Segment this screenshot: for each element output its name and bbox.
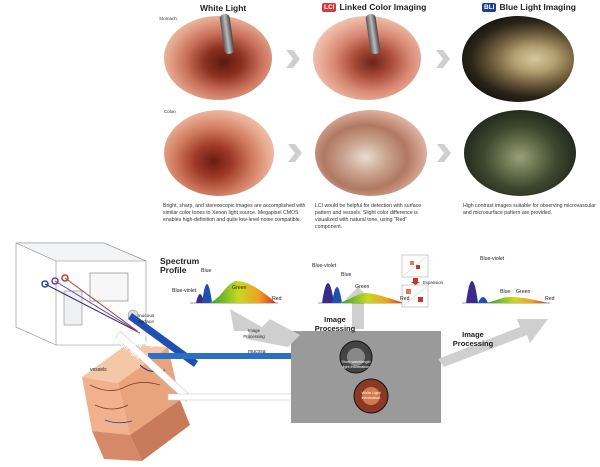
spectrum-chart-bli: [462, 281, 550, 304]
arrow-chevron-stomach-2: [436, 50, 450, 68]
white-light-info-text: White Light information: [361, 391, 381, 400]
label-red-2: Red: [400, 296, 410, 302]
white-light-info-label: White Light information: [355, 391, 387, 400]
spectrum-title-line1: Spectrum: [160, 256, 200, 266]
endoscopy-image-colon-white: [164, 110, 274, 196]
short-wavelength-info-text: Short wavelength light information: [341, 360, 371, 369]
mucosa-arrow: [148, 349, 360, 363]
description-bli: High contrast images suitable for observ…: [463, 203, 596, 216]
description-white-light: Bright, sharp, and stereoscopic images a…: [163, 203, 306, 223]
image-processing-small-text: Image Processing: [243, 328, 265, 339]
white-light-arrow: [115, 330, 191, 402]
row-label-colon: Colon: [164, 109, 176, 114]
endoscopy-image-colon-bli: [464, 110, 576, 196]
label-mucous-surface: mucous surface: [133, 314, 159, 326]
endoscopy-image-stomach-white: [164, 16, 272, 100]
light-source-diagram: [15, 242, 550, 461]
label-mucosa: mucosa: [248, 349, 266, 355]
label-red-1: Red: [272, 296, 282, 302]
gray-arrow-left: [230, 309, 300, 347]
spectrum-title-line2: Profile: [160, 265, 187, 275]
label-blue-2: Blue: [341, 272, 352, 278]
row-label-stomach: Stomach: [159, 16, 177, 21]
header-bli-title: Blue Light Imaging: [499, 2, 576, 12]
header-white-light-title: White Light: [200, 3, 247, 13]
short-wavelength-info-label: Short wavelength light information: [338, 360, 374, 369]
header-lci-title: Linked Color Imaging: [339, 2, 427, 12]
endoscopy-image-stomach-bli: [462, 16, 574, 102]
gray-arrow-right: [438, 319, 548, 367]
image-processing-small-label: Image Processing: [240, 328, 268, 340]
expansion-label: Expansion: [423, 280, 444, 285]
arrow-chevron-stomach-1: [286, 50, 300, 68]
image-processing-label-right: Image Processing: [448, 330, 498, 348]
spectrum-chart-lci: [318, 283, 406, 304]
label-green-2: Green: [355, 284, 370, 290]
endoscopy-image-colon-lci: [315, 110, 427, 196]
arrow-chevron-colon-1: [288, 144, 302, 162]
mucous-surface-text: mucous surface: [137, 314, 155, 325]
label-vessels: vessels: [90, 367, 107, 373]
image-processing-right-text: Image Processing: [452, 330, 494, 348]
spectrum-profile-title: Spectrum Profile: [160, 257, 199, 275]
arrow-chevron-colon-2: [437, 144, 451, 162]
label-red-3: Red: [545, 296, 555, 302]
image-processing-label-center: Image Processing: [310, 315, 360, 333]
label-blue-3: Blue: [500, 289, 511, 295]
tissue-block: [82, 345, 190, 461]
label-blue-violet-2: Blue-violet: [312, 263, 337, 269]
label-green-1: Green: [232, 285, 247, 291]
lci-badge: LCI: [322, 3, 337, 12]
label-green-3: Green: [516, 289, 531, 295]
bli-badge: BLI: [482, 3, 497, 12]
label-blue-1: Blue: [201, 268, 212, 274]
header-white-light: White Light: [200, 3, 246, 13]
description-lci: LCI would be helpful for detection with …: [315, 203, 422, 230]
light-source-device: [15, 242, 147, 346]
image-processing-center-text: Image Processing: [314, 315, 356, 333]
spectrum-chart-white: [190, 281, 278, 304]
label-blue-violet-1: Blue-violet: [172, 288, 197, 294]
expansion-graphic: [401, 254, 429, 308]
label-blue-violet-3: Blue-violet: [480, 256, 505, 262]
